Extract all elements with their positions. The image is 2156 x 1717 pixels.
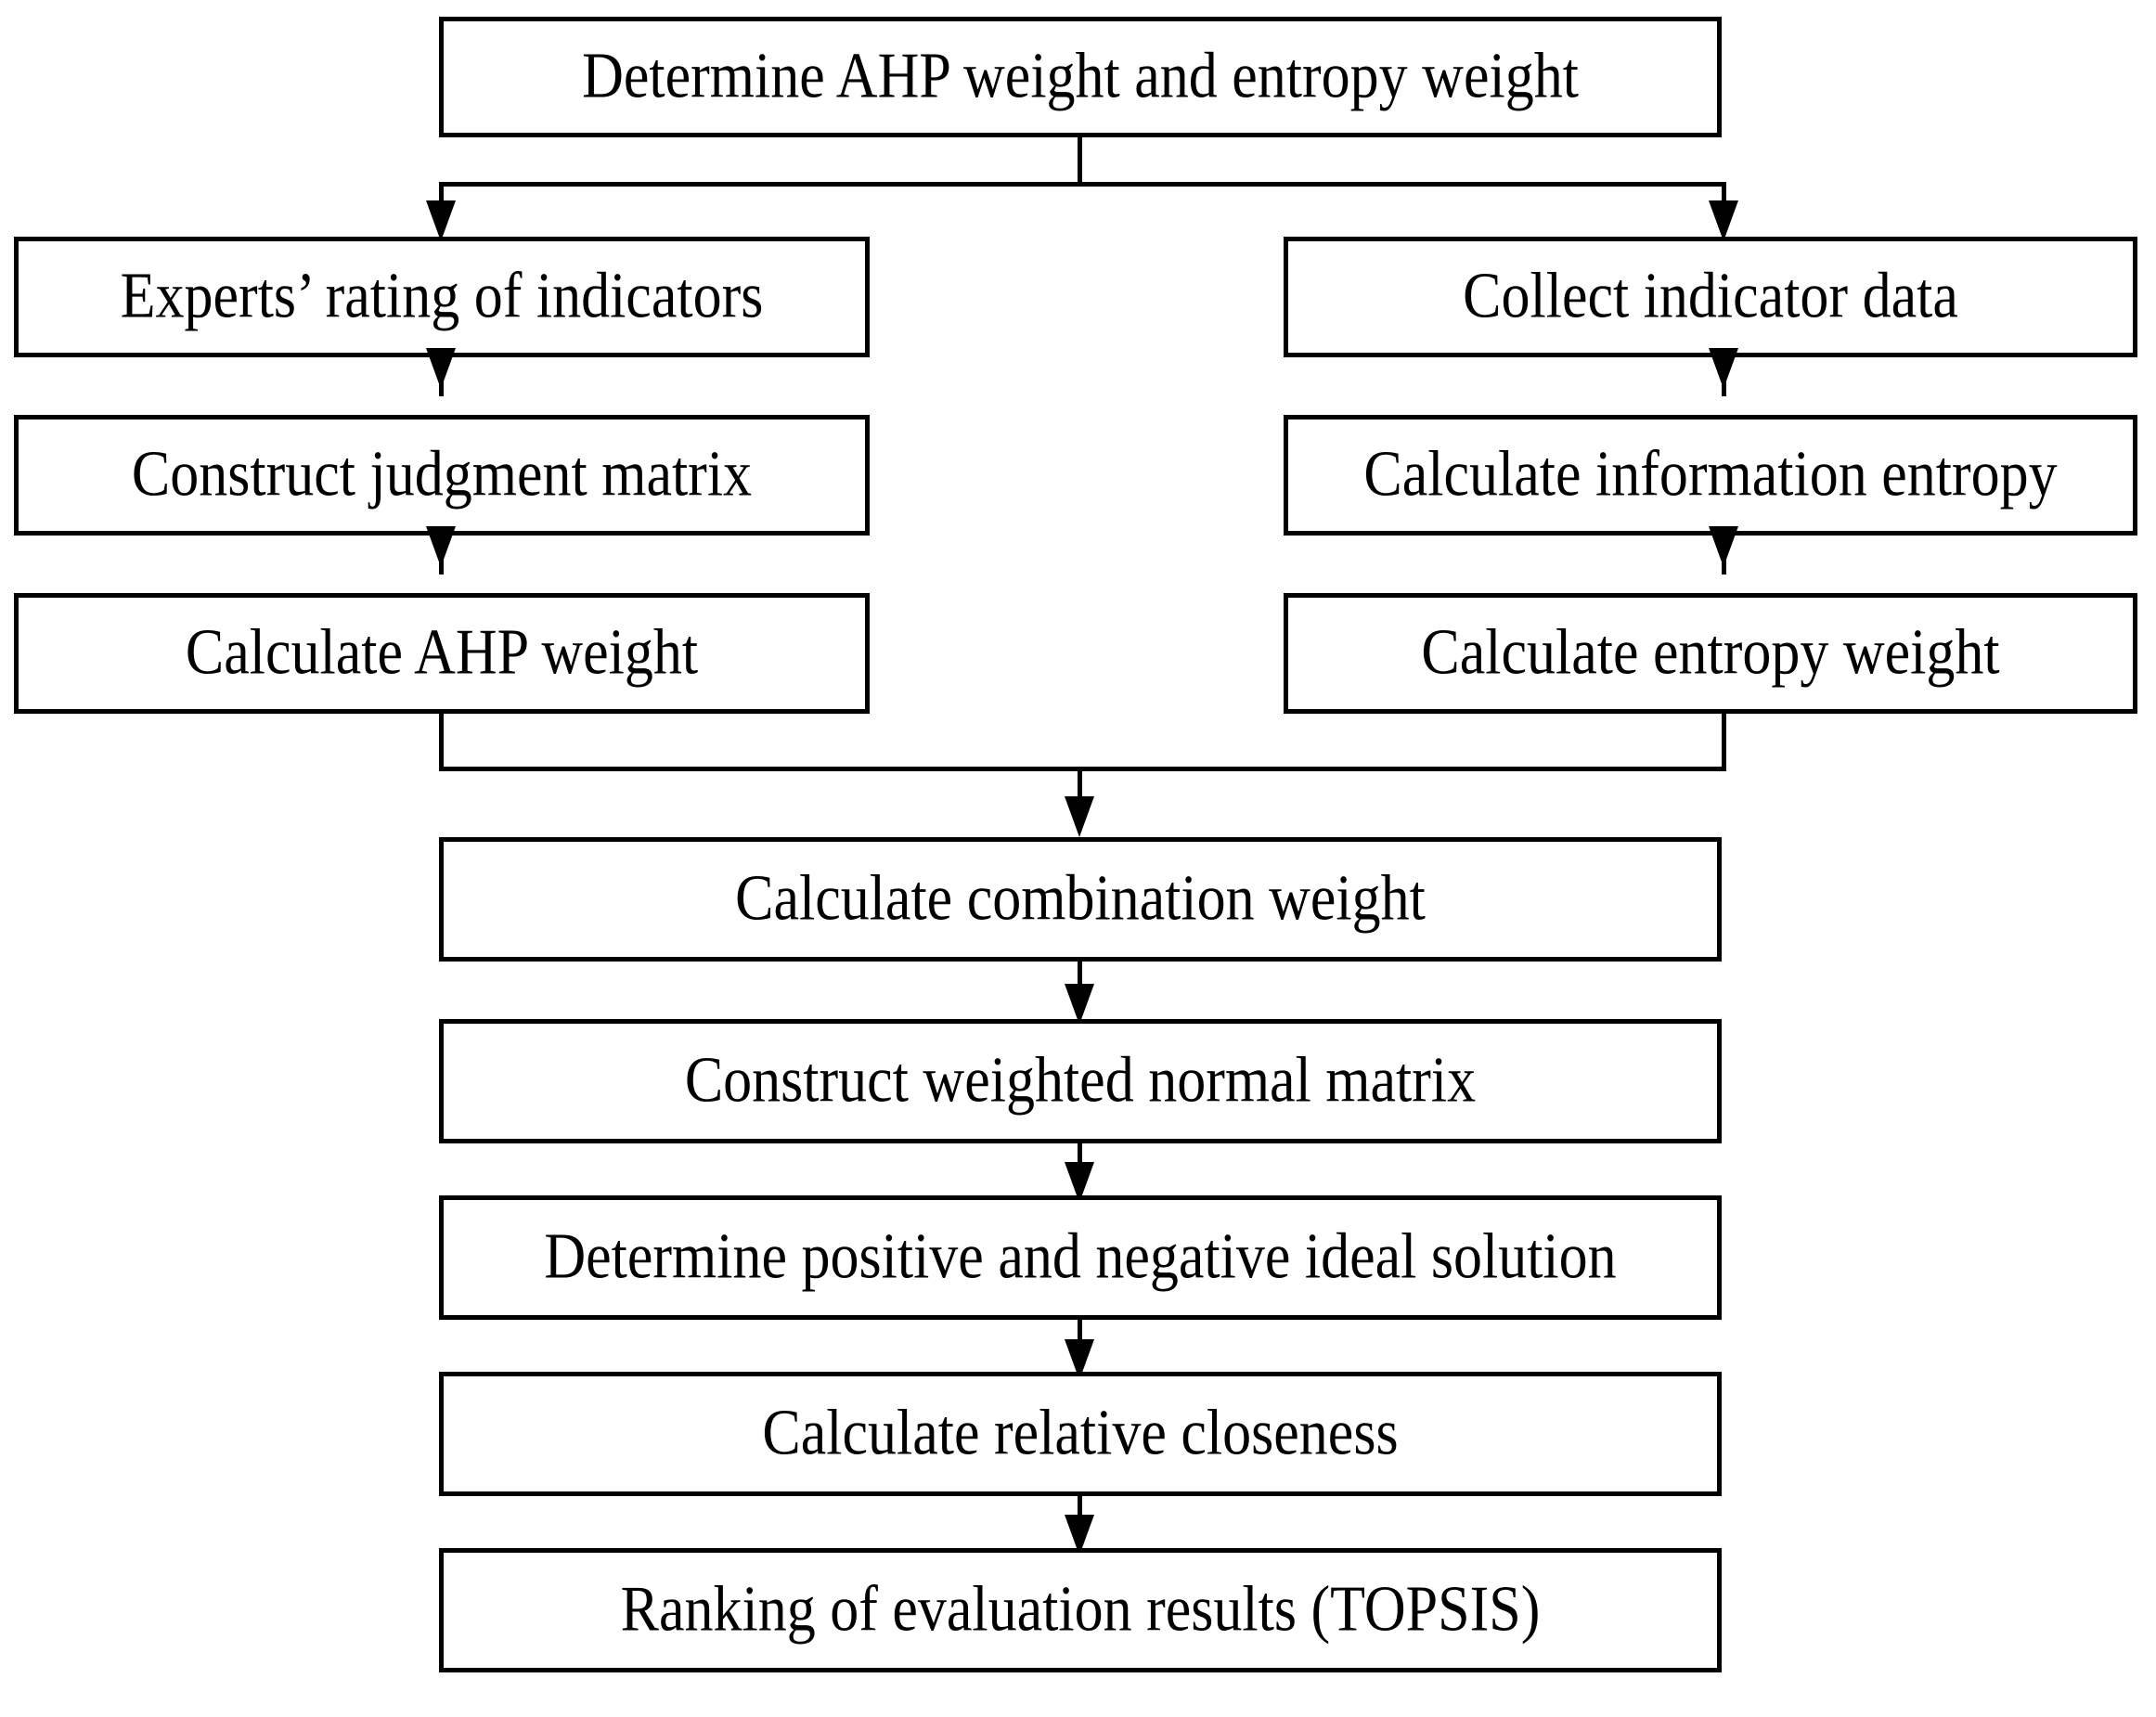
node-collect-indicator-data[interactable]: Collect indicator data xyxy=(1284,237,2137,357)
node-ranking-of-evaluation-results[interactable]: Ranking of evaluation results (TOPSIS) xyxy=(439,1548,1722,1672)
node-label: Calculate relative closeness xyxy=(762,1398,1399,1469)
connector-split-left-drop xyxy=(439,182,444,210)
node-calculate-ahp-weight[interactable]: Calculate AHP weight xyxy=(14,593,870,714)
node-calculate-combination-weight[interactable]: Calculate combination weight xyxy=(439,837,1722,962)
node-construct-judgment-matrix[interactable]: Construct judgment matrix xyxy=(14,415,870,536)
node-label: Determine AHP weight and entropy weight xyxy=(582,41,1579,112)
connector-merge-down-stem xyxy=(1078,767,1082,804)
arrowhead-to-construct-judgment-matrix xyxy=(426,348,456,389)
arrowhead-to-collect-indicator-data xyxy=(1709,200,1738,241)
node-label: Ranking of evaluation results (TOPSIS) xyxy=(620,1574,1541,1646)
node-calculate-information-entropy[interactable]: Calculate information entropy xyxy=(1284,415,2137,536)
node-label: Calculate information entropy xyxy=(1363,439,2058,510)
node-label: Construct judgment matrix xyxy=(131,439,753,510)
node-label: Experts’ rating of indicators xyxy=(120,261,764,332)
node-label: Collect indicator data xyxy=(1463,261,1958,332)
node-label: Calculate entropy weight xyxy=(1421,617,2000,689)
arrowhead-to-calculate-combination-weight xyxy=(1065,796,1094,837)
node-calculate-relative-closeness[interactable]: Calculate relative closeness xyxy=(439,1372,1722,1496)
node-determine-positive-negative-ideal-solution[interactable]: Determine positive and negative ideal so… xyxy=(439,1195,1722,1320)
node-experts-rating-of-indicators[interactable]: Experts’ rating of indicators xyxy=(14,237,870,357)
node-label: Construct weighted normal matrix xyxy=(684,1045,1477,1117)
connector-merge-bar xyxy=(439,767,1726,771)
arrowhead-to-calculate-entropy-weight xyxy=(1709,526,1738,567)
connector-top-stem xyxy=(1078,137,1082,184)
connector-chain-1-2 xyxy=(1078,962,1082,1004)
node-label: Calculate combination weight xyxy=(735,863,1426,935)
arrowhead-to-construct-weighted-normal-matrix xyxy=(1065,984,1094,1025)
arrowhead-to-experts-rating xyxy=(426,200,456,241)
arrowhead-to-calculate-ahp-weight xyxy=(426,526,456,567)
node-label: Calculate AHP weight xyxy=(185,617,699,689)
node-determine-ahp-entropy-weight[interactable]: Determine AHP weight and entropy weight xyxy=(439,17,1722,137)
node-calculate-entropy-weight[interactable]: Calculate entropy weight xyxy=(1284,593,2137,714)
connector-merge-left-stem xyxy=(439,714,444,769)
connector-split-right-drop xyxy=(1722,182,1726,210)
arrowhead-to-calculate-information-entropy xyxy=(1709,348,1738,389)
node-construct-weighted-normal-matrix[interactable]: Construct weighted normal matrix xyxy=(439,1019,1722,1143)
connector-split-bar xyxy=(439,182,1726,187)
connector-merge-right-stem xyxy=(1722,714,1726,769)
node-label: Determine positive and negative ideal so… xyxy=(544,1221,1617,1293)
